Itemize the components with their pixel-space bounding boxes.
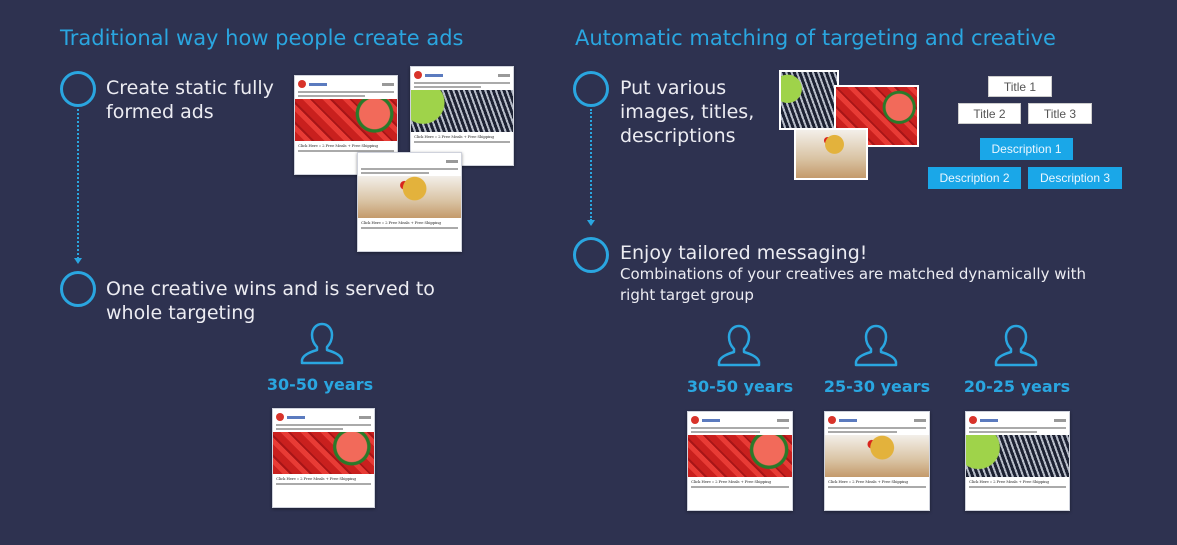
ad-headline: Click Here » 2 Free Meals + Free Shippin… xyxy=(361,220,441,226)
ad-headline: Click Here » 2 Free Meals + Free Shippin… xyxy=(969,479,1049,485)
ad-card: Click Here » 2 Free Meals + Free Shippin… xyxy=(824,411,930,511)
arrow-down-icon xyxy=(74,258,82,264)
ad-headline: Click Here » 2 Free Meals + Free Shippin… xyxy=(276,476,356,482)
person-icon xyxy=(854,324,898,367)
step-circle-icon xyxy=(573,237,609,273)
right-step-2-subtitle: Combinations of your creatives are match… xyxy=(620,265,1087,304)
description-box: Description 2 xyxy=(928,167,1021,189)
title-box: Title 2 xyxy=(958,103,1021,124)
ad-image xyxy=(295,99,397,142)
description-box: Description 3 xyxy=(1028,167,1122,189)
audience-label: 25-30 years xyxy=(823,377,931,396)
creative-image xyxy=(794,128,868,180)
step-circle-icon xyxy=(573,71,609,107)
left-title: Traditional way how people create ads xyxy=(60,26,464,50)
ad-card: Click Here » 2 Free Meals + Free Shippin… xyxy=(272,408,375,508)
right-step-1: Put various images, titles, descriptions xyxy=(620,77,755,147)
ad-image xyxy=(688,435,792,478)
audience-label: 30-50 years xyxy=(686,377,794,396)
ad-card: Click Here » 2 Free Meals + Free Shippin… xyxy=(687,411,793,511)
step-circle-icon xyxy=(60,271,96,307)
ad-headline: Click Here » 2 Free Meals + Free Shippin… xyxy=(298,143,378,149)
ad-card: Click Here » 2 Free Meals + Free Shippin… xyxy=(294,75,398,175)
person-icon xyxy=(300,322,344,365)
ad-card: Click Here » 2 Free Meals + Free Shippin… xyxy=(965,411,1070,511)
ad-image xyxy=(358,176,461,219)
right-title: Automatic matching of targeting and crea… xyxy=(575,26,1056,50)
title-box: Title 1 xyxy=(988,76,1052,97)
dotted-line-icon xyxy=(77,109,79,259)
left-step-1: Create static fully formed ads xyxy=(106,77,274,123)
ad-headline: Click Here » 2 Free Meals + Free Shippin… xyxy=(414,134,494,140)
audience-label: 20-25 years xyxy=(963,377,1071,396)
arrow-down-icon xyxy=(587,220,595,226)
ad-card: Click Here » 2 Free Meals + Free Shippin… xyxy=(357,152,462,252)
dotted-line-icon xyxy=(590,109,592,221)
ad-headline: Click Here » 2 Free Meals + Free Shippin… xyxy=(828,479,908,485)
right-step-2: Enjoy tailored messaging! xyxy=(620,242,868,264)
ad-image xyxy=(411,90,513,133)
audience-label: 30-50 years xyxy=(266,375,374,394)
ad-image xyxy=(273,432,374,475)
step-circle-icon xyxy=(60,71,96,107)
ad-card: Click Here » 2 Free Meals + Free Shippin… xyxy=(410,66,514,166)
person-icon xyxy=(717,324,761,367)
description-box: Description 1 xyxy=(980,138,1073,160)
creative-image xyxy=(834,85,919,147)
ad-image xyxy=(825,435,929,478)
ad-headline: Click Here » 2 Free Meals + Free Shippin… xyxy=(691,479,771,485)
creative-image xyxy=(779,70,839,130)
title-box: Title 3 xyxy=(1028,103,1092,124)
person-icon xyxy=(994,324,1038,367)
left-step-2: One creative wins and is served to whole… xyxy=(106,278,435,324)
ad-image xyxy=(966,435,1069,478)
